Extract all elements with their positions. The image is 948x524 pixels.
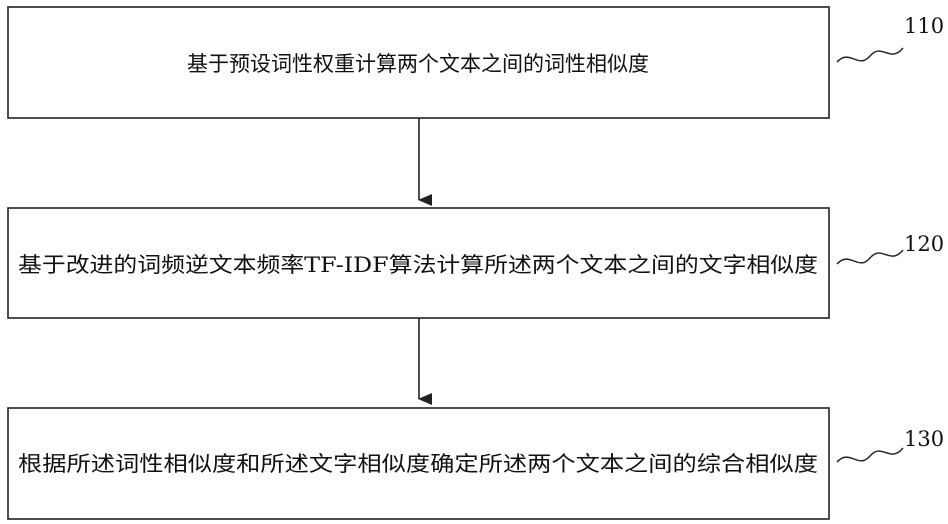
step-120: 基于改进的词频逆文本频率TF-IDF算法计算所述两个文本之间的文字相似度 120	[8, 208, 944, 318]
step-130-number: 130	[904, 427, 944, 451]
step-110-text: 基于预设词性权重计算两个文本之间的词性相似度	[187, 52, 649, 76]
step-120-text: 基于改进的词频逆文本频率TF-IDF算法计算所述两个文本之间的文字相似度	[18, 253, 818, 277]
step-130: 根据所述词性相似度和所述文字相似度确定所述两个文本之间的综合相似度 130	[8, 408, 944, 519]
step-130-leader	[837, 448, 903, 462]
step-110: 基于预设词性权重计算两个文本之间的词性相似度 110	[8, 7, 944, 118]
step-110-leader	[837, 48, 903, 62]
step-120-number: 120	[904, 232, 944, 256]
step-120-leader	[837, 250, 903, 264]
step-110-number: 110	[904, 14, 944, 38]
step-130-text: 根据所述词性相似度和所述文字相似度确定所述两个文本之间的综合相似度	[18, 452, 818, 476]
